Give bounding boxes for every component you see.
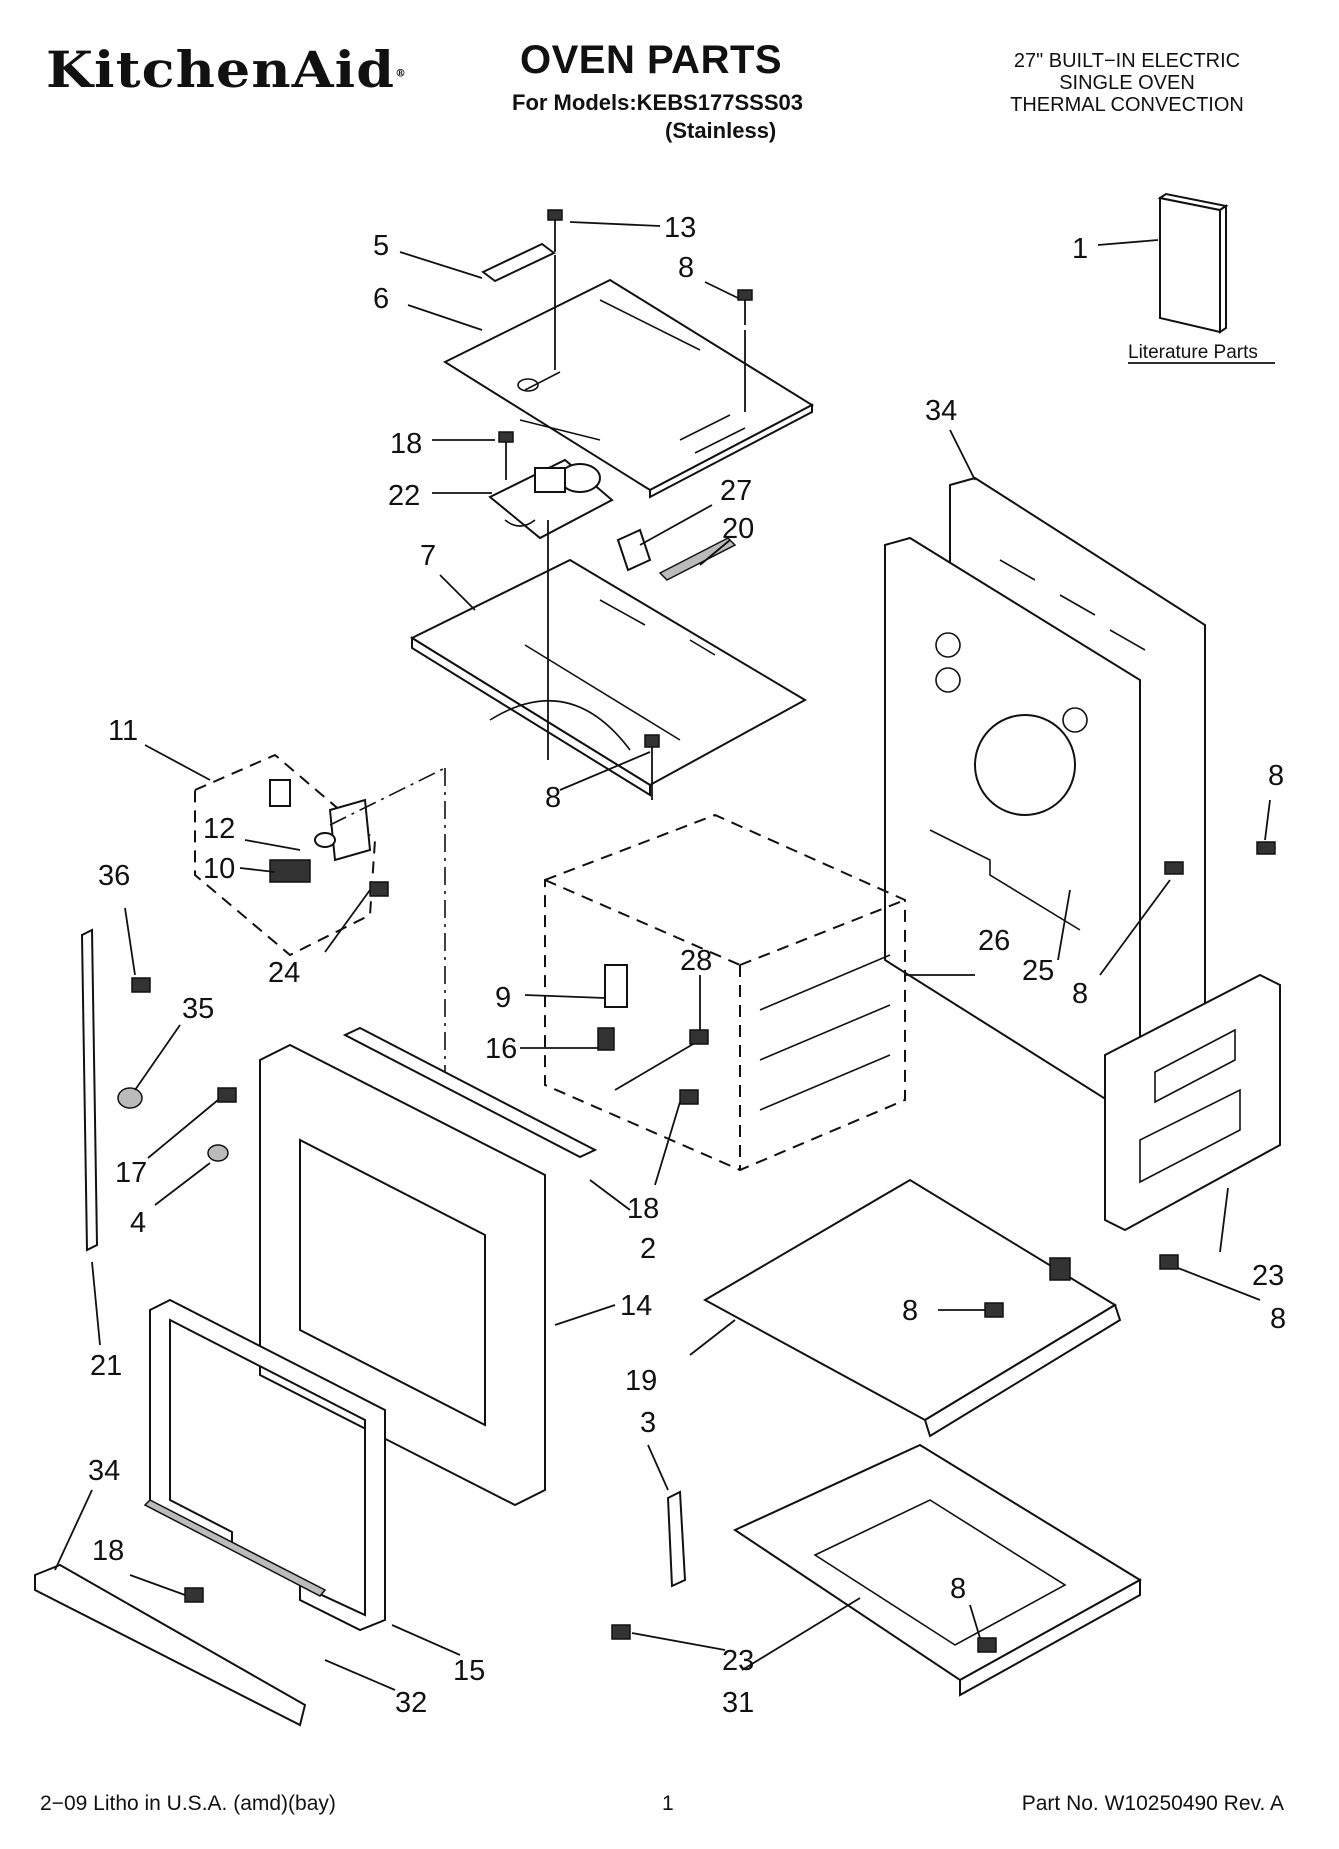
literature-parts-label: Literature Parts — [1128, 342, 1258, 363]
callout-8-g: 8 — [950, 1573, 966, 1605]
callout-36: 36 — [98, 860, 130, 892]
part-4-drawing — [207, 1144, 229, 1162]
screw-8-shield-drawing — [984, 1302, 1004, 1318]
part-20-drawing — [658, 537, 737, 581]
callout-19: 19 — [625, 1365, 657, 1397]
side-trim-drawing — [80, 928, 99, 1252]
callout-8-f: 8 — [902, 1295, 918, 1327]
screw-36-drawing — [131, 977, 151, 993]
callout-6: 6 — [373, 283, 389, 315]
part-number: Part No. W10250490 Rev. A — [1021, 1792, 1284, 1815]
dashdot-guide-2 — [329, 767, 446, 826]
screw-17-drawing — [217, 1087, 237, 1103]
sensor-9-drawing — [604, 964, 628, 1008]
callout-32: 32 — [395, 1687, 427, 1719]
screw-24-drawing — [369, 881, 389, 897]
screw-13-drawing — [547, 209, 563, 370]
rear-panel-drawing — [884, 476, 1206, 1107]
callout-18-a: 18 — [390, 428, 422, 460]
screw-18-lower-drawing — [184, 1587, 204, 1603]
screw-18-upper-drawing — [498, 431, 514, 480]
callout-11: 11 — [108, 715, 138, 747]
callout-9: 9 — [495, 982, 511, 1014]
top-bracket-drawing — [481, 242, 556, 283]
callout-8-b: 8 — [545, 782, 561, 814]
callout-25: 23 — [1252, 1260, 1284, 1292]
callout-8-a: 8 — [678, 252, 694, 284]
callout-27: 26 — [978, 925, 1010, 957]
screw-18-mid-drawing — [679, 1089, 699, 1105]
page-title: OVEN PARTS — [520, 38, 783, 82]
brand-logo: KitchenAid® — [46, 40, 408, 99]
bottom-tray-drawing — [732, 1443, 1142, 1697]
callout-3: 3 — [640, 1407, 656, 1439]
fan-motor-assembly-drawing — [488, 458, 614, 540]
product-description: 27" BUILT−IN ELECTRIC SINGLE OVEN THERMA… — [977, 50, 1277, 116]
callout-28: 27 — [720, 475, 752, 507]
product-line-3: THERMAL CONVECTION — [1010, 94, 1244, 116]
callout-8-e: 8 — [1270, 1303, 1286, 1335]
sensor-29-drawing — [614, 1029, 709, 1091]
screw-8-top-drawing — [737, 289, 753, 412]
switch-housing-drawing — [194, 753, 377, 957]
callout-29: 28 — [680, 945, 712, 977]
vent-strip-drawing — [143, 1499, 327, 1597]
finish-label: (Stainless) — [665, 118, 777, 143]
callout-21: 21 — [90, 1350, 122, 1382]
screw-8-baffle-drawing — [644, 734, 660, 800]
callout-10: 10 — [203, 853, 235, 885]
screw-23-drawing — [611, 1624, 631, 1640]
callout-24: 24 — [268, 957, 300, 989]
part-35-drawing — [117, 1087, 143, 1109]
callout-8-d: 8 — [1072, 978, 1088, 1010]
top-panel-drawing — [442, 278, 815, 499]
baffle-drawing — [409, 558, 808, 797]
callout-12: 12 — [203, 813, 235, 845]
screw-8-side-drawing — [1159, 1254, 1179, 1270]
heat-shield-drawing — [702, 1178, 1122, 1438]
vent-trim-drawing — [342, 1026, 598, 1159]
callout-22: 22 — [388, 480, 420, 512]
callout-31: 31 — [722, 1687, 754, 1719]
callout-20: 20 — [722, 513, 754, 545]
hinge-bracket-drawing — [666, 1490, 687, 1588]
litho-note: 2−09 Litho in U.S.A. (amd)(bay) — [40, 1792, 336, 1815]
callout-23: 23 — [722, 1645, 754, 1677]
product-line-1: 27" BUILT−IN ELECTRIC — [1013, 50, 1241, 72]
callout-15: 15 — [453, 1655, 485, 1687]
screw-8-tray-drawing — [977, 1637, 997, 1653]
callout-18-c: 18 — [92, 1535, 124, 1567]
models-line: For Models:KEBS177SSS03 — [512, 90, 803, 115]
leader-lines — [54, 221, 1271, 1691]
part-28-drawing — [616, 528, 652, 572]
literature-part-drawing — [1157, 192, 1229, 334]
screw-16-drawing — [597, 1027, 615, 1051]
callout-7: 7 — [420, 540, 436, 572]
callout-17: 17 — [115, 1157, 147, 1189]
page-number: 1 — [662, 1792, 674, 1815]
product-line-2: SINGLE OVEN — [1059, 72, 1195, 94]
callout-1: 1 — [1072, 233, 1088, 265]
callout-14: 14 — [620, 1290, 652, 1322]
callout-13: 13 — [664, 212, 696, 244]
callout-26: 25 — [1022, 955, 1054, 987]
callout-5: 5 — [373, 230, 389, 262]
door-gasket-drawing — [149, 1298, 386, 1632]
callout-4: 4 — [130, 1207, 146, 1239]
callout-labels: 1 5 6 13 8 18 22 7 27 20 34 8 8 25 8 26 … — [88, 212, 1286, 1719]
callout-18-b: 18 — [627, 1193, 659, 1225]
callout-2: 2 — [640, 1233, 656, 1265]
callout-33: 34 — [925, 395, 957, 427]
callout-34: 34 — [88, 1455, 120, 1487]
side-panel-drawing — [1104, 973, 1281, 1232]
oven-cavity-drawing — [544, 813, 906, 1172]
callout-35: 35 — [182, 993, 214, 1025]
callout-8-c: 8 — [1268, 760, 1284, 792]
screw-8-rear-drawing — [1164, 841, 1276, 875]
callout-16: 16 — [485, 1033, 517, 1065]
